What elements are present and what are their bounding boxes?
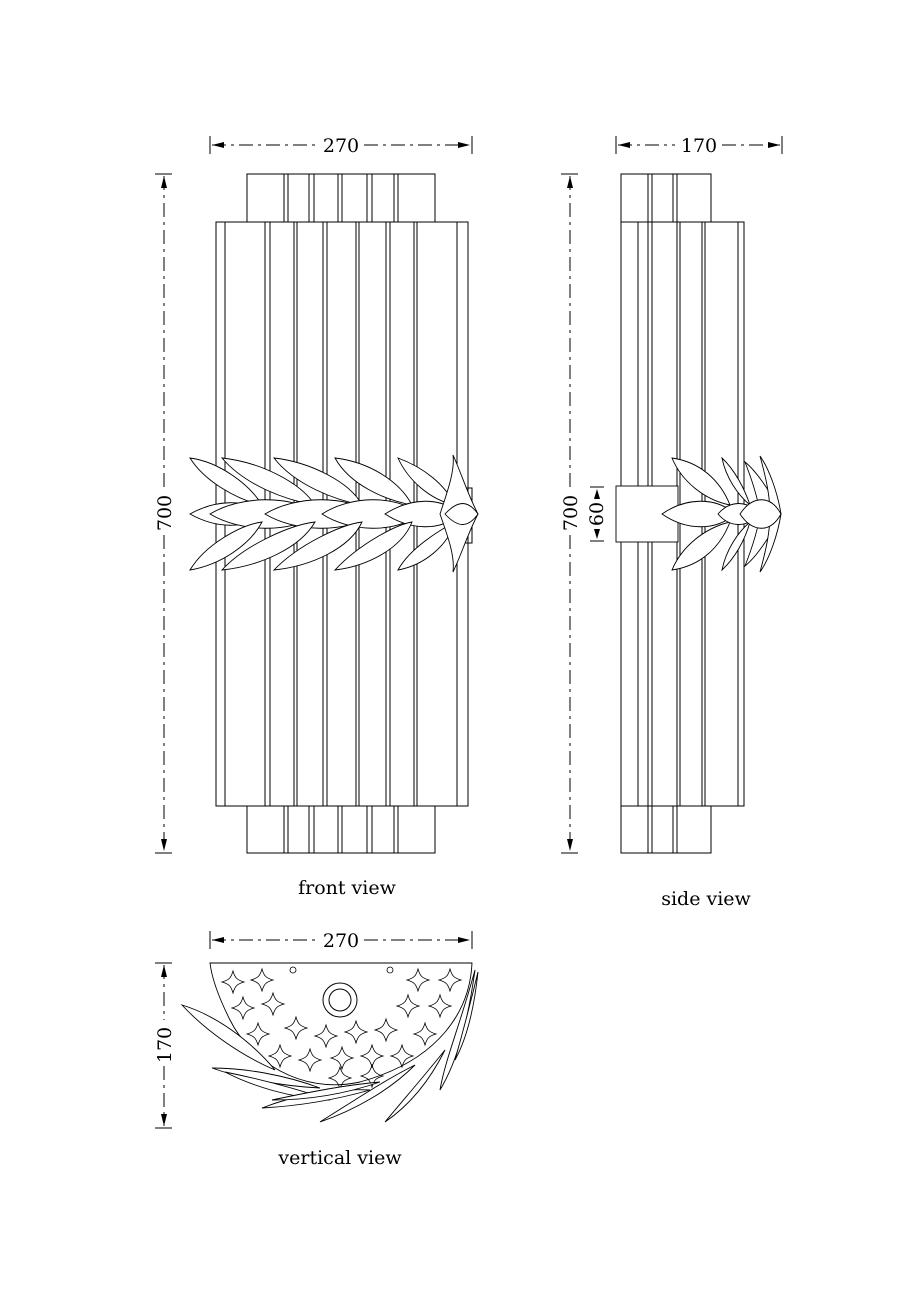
front-view-caption: front view: [298, 877, 397, 899]
side-leaf-cluster: [661, 455, 782, 573]
side-view: 170 700 60: [560, 135, 783, 910]
vertical-width-dimension: 270: [209, 930, 473, 952]
front-height-label: 700: [154, 495, 176, 531]
front-width-dimension: 270: [209, 135, 473, 157]
vertical-leaves: [180, 969, 479, 1123]
front-view: 270 700: [154, 135, 479, 899]
vertical-depth-label: 170: [154, 1027, 176, 1063]
side-bracket-dimension: 60: [586, 486, 608, 542]
vertical-depth-dimension: 170: [154, 962, 176, 1129]
vertical-backplate: [209, 962, 473, 1086]
vertical-width-label: 270: [323, 930, 359, 952]
vertical-view-caption: vertical view: [277, 1147, 402, 1169]
vertical-view: 270 170: [154, 930, 479, 1169]
side-height-label: 700: [560, 495, 582, 531]
front-width-label: 270: [323, 135, 359, 157]
side-bracket-label: 60: [586, 502, 608, 526]
front-height-dimension: 700: [154, 173, 176, 854]
side-width-label: 170: [681, 135, 717, 157]
side-height-dimension: 700: [560, 173, 582, 854]
side-width-dimension: 170: [615, 135, 783, 157]
front-leaf-cluster: [189, 454, 479, 573]
vertical-star-pattern: [220, 967, 463, 1091]
side-view-caption: side view: [661, 888, 751, 910]
